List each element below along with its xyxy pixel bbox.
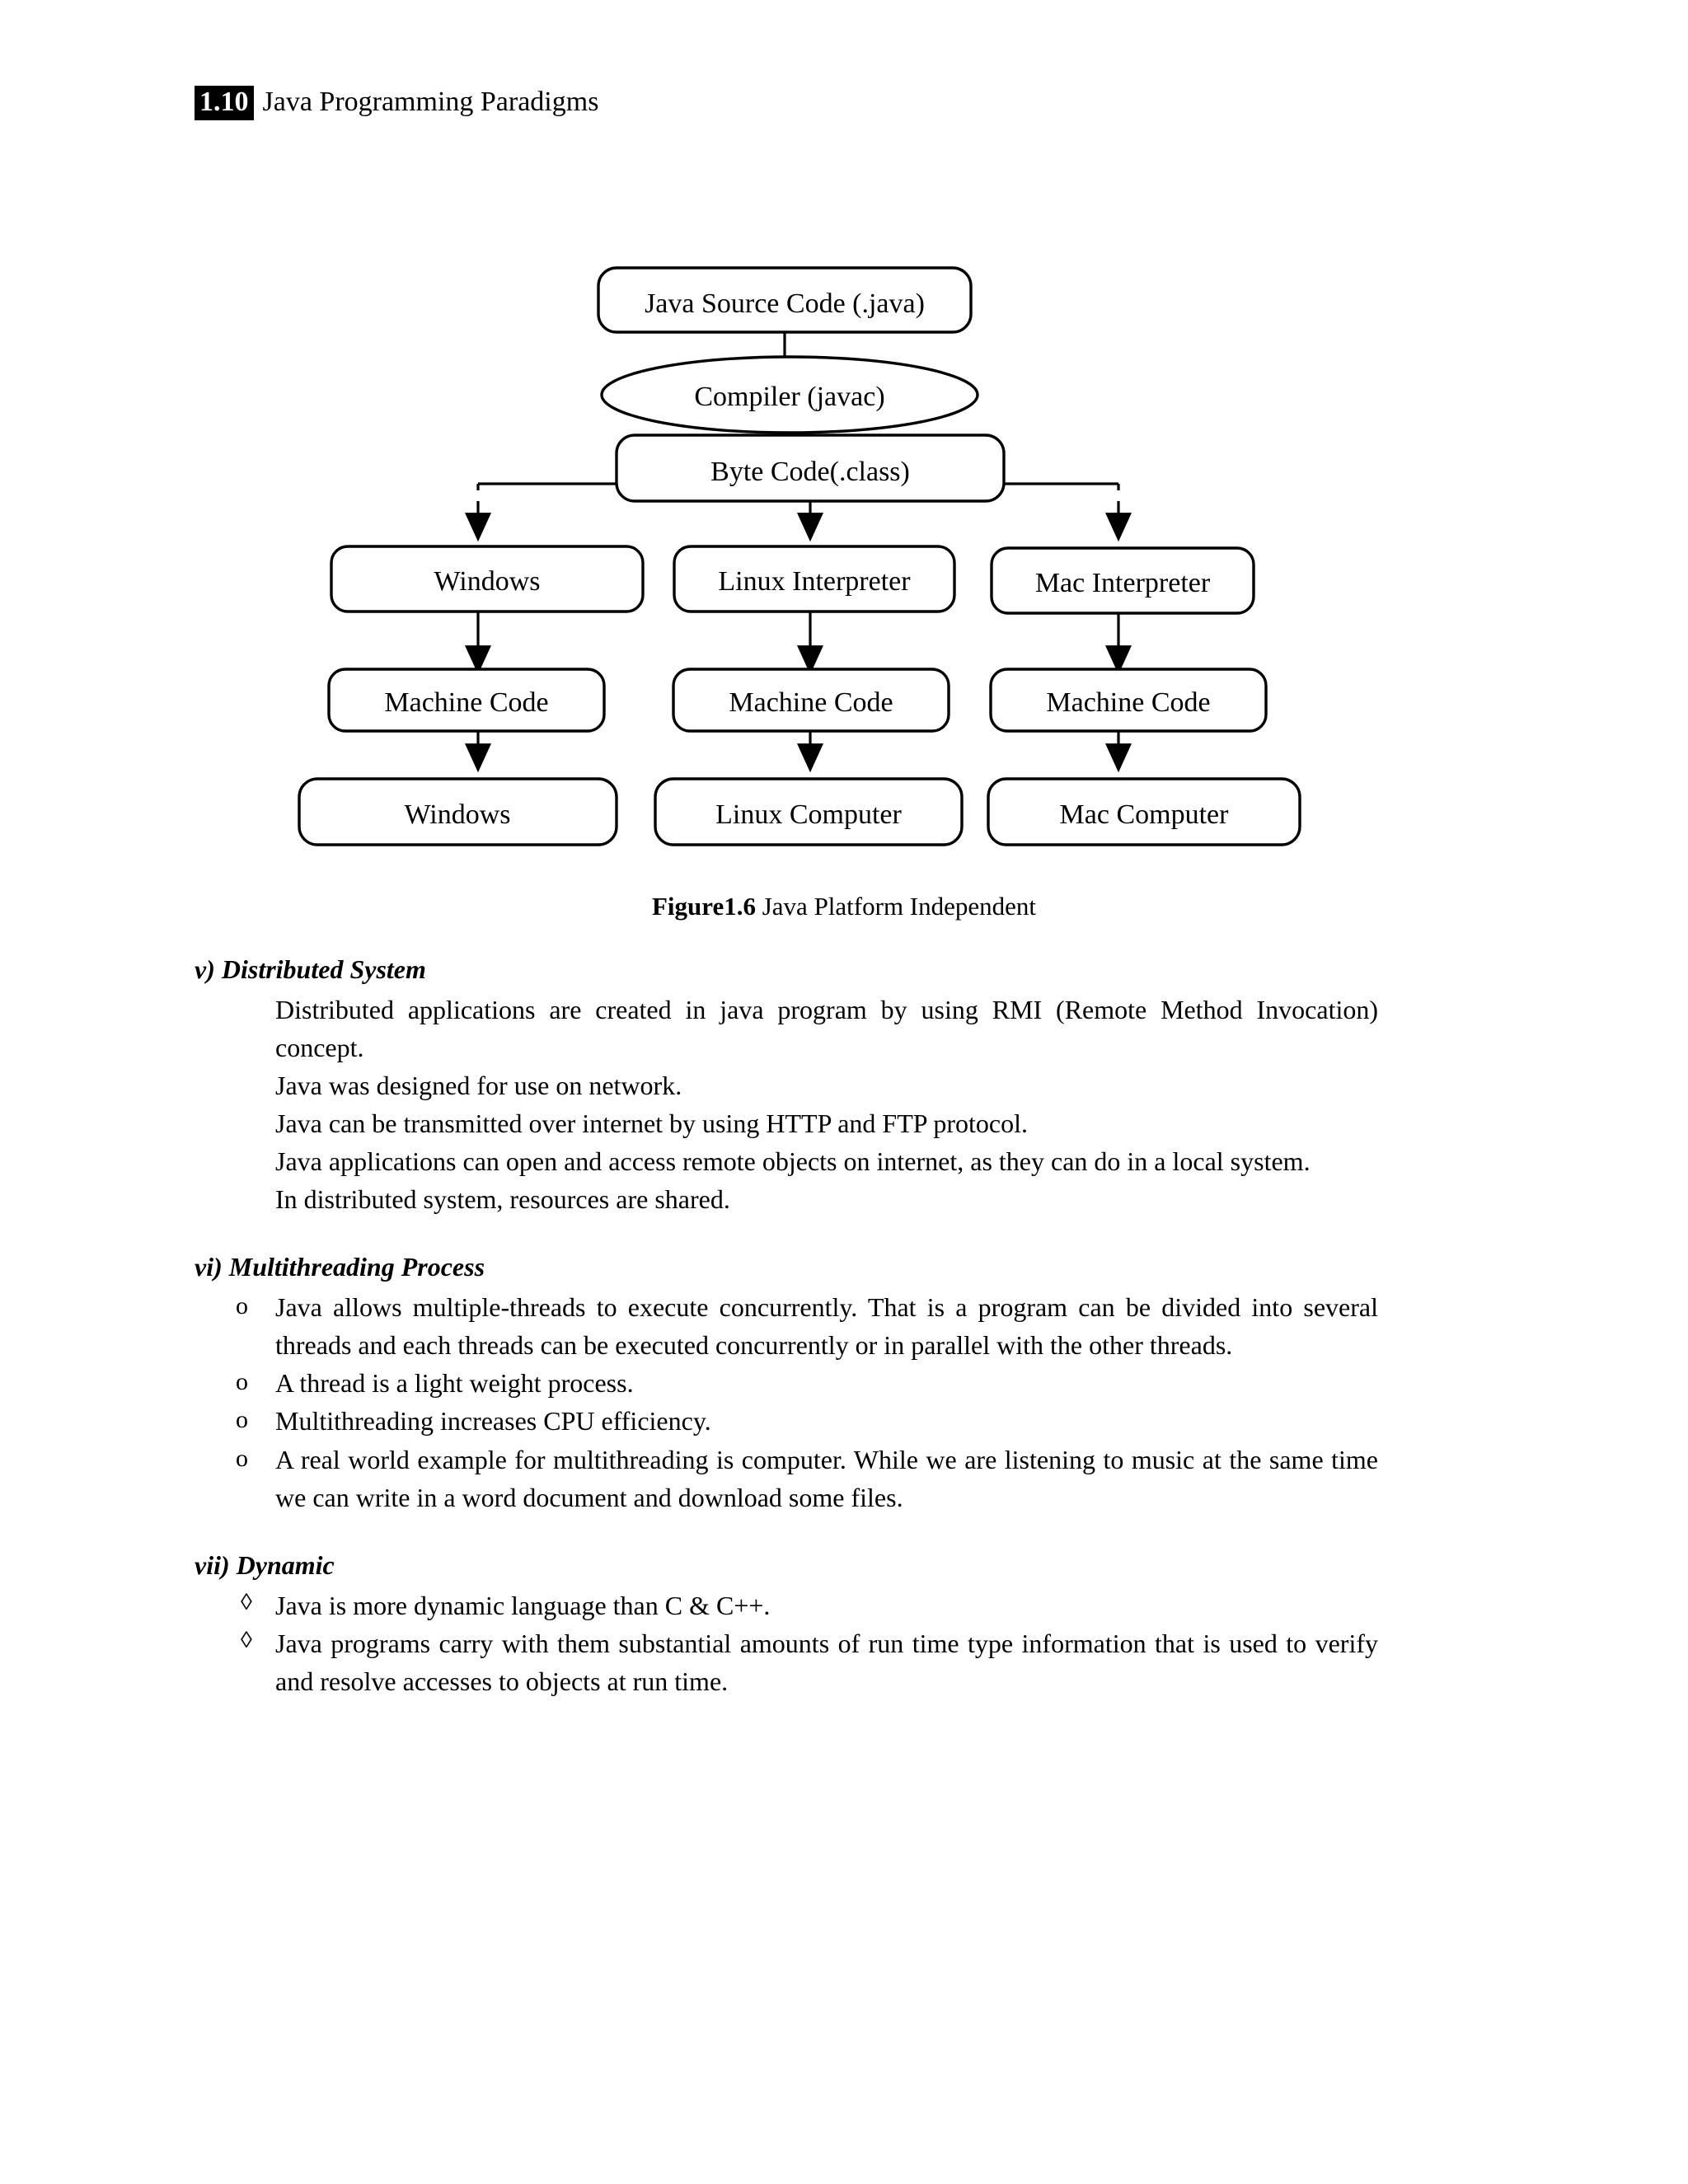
- bullet-diamond-icon: ◊: [241, 1589, 252, 1615]
- node-label-interp-windows: Windows: [434, 566, 541, 597]
- paragraph: Java was designed for use on network.: [275, 1071, 682, 1101]
- section-body-multithreading-process: o Java allows multiple-threads to execut…: [195, 1288, 1378, 1516]
- node-byte-code: Byte Code(.class): [615, 434, 1006, 503]
- node-label-target-mac: Mac Computer: [1060, 799, 1230, 830]
- node-mac-computer: Mac Computer: [987, 777, 1301, 846]
- node-label-machine-linux: Machine Code: [729, 687, 893, 718]
- section-body-dynamic: ◊ Java is more dynamic language than C &…: [195, 1586, 1378, 1700]
- node-label-bytecode: Byte Code(.class): [710, 457, 910, 487]
- node-linux-computer: Linux Computer: [654, 777, 964, 846]
- list-item: ◊ Java is more dynamic language than C &…: [195, 1586, 1378, 1624]
- node-label-source: Java Source Code (.java): [645, 288, 925, 319]
- list-item-text: Java programs carry with them substantia…: [275, 1628, 1378, 1696]
- list-item: o Multithreading increases CPU efficienc…: [195, 1402, 1378, 1440]
- node-compiler: Compiler (javac): [600, 355, 979, 434]
- page-header: 1.10 Java Programming Paradigms: [195, 86, 598, 120]
- bullet-circle-icon: o: [236, 1292, 248, 1320]
- node-label-machine-windows: Machine Code: [384, 687, 548, 718]
- node-label-target-windows: Windows: [405, 799, 511, 830]
- list-item-text: Java allows multiple-threads to execute …: [275, 1292, 1378, 1361]
- list-item: o A real world example for multithreadin…: [195, 1441, 1378, 1516]
- section-body-distributed-system: Distributed applications are created in …: [275, 991, 1378, 1218]
- list-item: o A thread is a light weight process.: [195, 1364, 1378, 1402]
- bullet-circle-icon: o: [236, 1406, 248, 1434]
- list-item-text: Java is more dynamic language than C & C…: [275, 1590, 771, 1620]
- node-label-compiler: Compiler (javac): [694, 382, 884, 412]
- node-machine-code-linux: Machine Code: [672, 668, 950, 733]
- body-content: v) Distributed System Distributed applic…: [195, 952, 1378, 1700]
- node-machine-code-mac: Machine Code: [989, 668, 1268, 733]
- list-item: ◊ Java programs carry with them substant…: [195, 1624, 1378, 1700]
- bullet-circle-icon: o: [236, 1444, 248, 1472]
- page-title: Java Programming Paradigms: [262, 87, 599, 117]
- paragraph: Distributed applications are created in …: [275, 994, 1378, 1062]
- node-machine-code-windows: Machine Code: [327, 668, 606, 733]
- node-linux-interpreter: Linux Interpreter: [673, 545, 956, 613]
- node-mac-interpreter: Mac Interpreter: [990, 546, 1255, 615]
- list-item: o Java allows multiple-threads to execut…: [195, 1288, 1378, 1364]
- section-heading-distributed-system: v) Distributed System: [195, 954, 426, 984]
- bullet-circle-icon: o: [236, 1368, 248, 1396]
- node-label-interp-linux: Linux Interpreter: [718, 566, 911, 597]
- section-heading-multithreading-process: vi) Multithreading Process: [195, 1252, 485, 1282]
- figure-caption: Figure1.6 Java Platform Independent: [0, 892, 1688, 921]
- node-windows-computer: Windows: [298, 777, 618, 846]
- paragraph: In distributed system, resources are sha…: [275, 1184, 730, 1215]
- paragraph: Java can be transmitted over internet by…: [275, 1108, 1028, 1139]
- node-windows-interpreter: Windows: [330, 545, 645, 613]
- section-number-badge: 1.10: [195, 86, 254, 120]
- figure-caption-label: Figure1.6: [651, 892, 756, 921]
- node-label-interp-mac: Mac Interpreter: [1035, 568, 1211, 598]
- node-java-source-code: Java Source Code (.java): [597, 266, 973, 334]
- figure-java-platform-independent: Java Source Code (.java) Compiler (javac…: [0, 177, 1688, 935]
- list-item-text: A thread is a light weight process.: [275, 1368, 634, 1399]
- section-heading-dynamic: vii) Dynamic: [195, 1549, 335, 1580]
- list-item-text: Multithreading increases CPU efficiency.: [275, 1406, 711, 1436]
- node-label-machine-mac: Machine Code: [1046, 687, 1210, 718]
- bullet-diamond-icon: ◊: [241, 1627, 252, 1653]
- figure-caption-text: Java Platform Independent: [755, 892, 1037, 921]
- list-item-text: A real world example for multithreading …: [275, 1444, 1378, 1512]
- node-label-target-linux: Linux Computer: [715, 799, 902, 830]
- paragraph: Java applications can open and access re…: [275, 1146, 1311, 1177]
